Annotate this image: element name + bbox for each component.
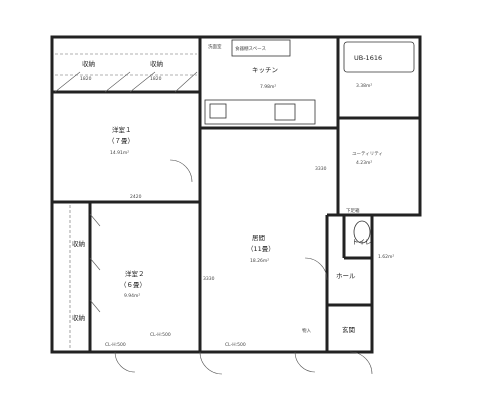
living-area: 18.26m² [250, 258, 269, 264]
western1-area: 14.91m² [110, 150, 129, 156]
kitchen-counter [204, 99, 316, 125]
bath-area: 3.38m² [356, 83, 372, 89]
door-closet [89, 299, 101, 313]
living-tatami: （11畳） [247, 245, 275, 253]
pantry-space [231, 39, 291, 57]
dimension-label: 2420 [130, 194, 142, 200]
pantry-label: 食器棚スペース [235, 45, 266, 52]
door-living-exterior [199, 351, 223, 375]
closet-label-left-lower: 収納 [72, 313, 85, 322]
western2-area: 9.94m² [124, 293, 140, 299]
bathtub [343, 41, 415, 73]
hall-label: ホール [336, 272, 356, 280]
closet-doors [54, 71, 198, 93]
closet-label-top-right: 収納 [150, 59, 163, 68]
dimension-label: CL-H:500 [105, 342, 126, 348]
kitchen-label: キッチン [252, 66, 278, 74]
toilet-fixture [353, 220, 371, 244]
toilet-label: トイレ [352, 238, 372, 246]
toilet-area: 1.62m² [378, 254, 394, 260]
unit-bath-label: UB-1616 [354, 54, 382, 62]
stove [209, 103, 227, 119]
door-hall [304, 257, 328, 281]
utility-area: 4.23m² [356, 160, 372, 166]
western2-tatami: （６畳） [120, 281, 146, 289]
door-entrance [349, 351, 373, 375]
living-label: 居間 [252, 234, 265, 242]
utility-label: ユーティリティ [352, 151, 383, 157]
closet-label-left-upper: 収納 [72, 239, 85, 248]
dimension-label: 1820 [150, 76, 162, 82]
door-south-exterior [294, 351, 316, 373]
dimension-label: 3330 [315, 166, 327, 172]
washroom-label: 洗面室 [208, 43, 222, 50]
door-closet [89, 257, 101, 271]
storage-small-label: 物入 [302, 327, 311, 334]
sink [274, 103, 296, 121]
door-western1 [169, 159, 193, 183]
entrance-label: 玄関 [342, 325, 355, 334]
kitchen-area: 7.98m² [260, 84, 276, 90]
dimension-label: CL-H:500 [150, 332, 171, 338]
dimension-label: 3330 [203, 276, 215, 282]
closet-label-top-left: 収納 [82, 59, 95, 68]
western2-label: 洋室２ [125, 269, 145, 278]
dimension-label: 1820 [80, 76, 92, 82]
western1-label: 洋室１ [112, 125, 132, 134]
shoebox-label: 下足箱 [346, 207, 360, 214]
door-west-exterior [114, 351, 136, 373]
dimension-label: CL-H:500 [225, 342, 246, 348]
door-closet [89, 213, 101, 227]
western1-tatami: （７畳） [108, 137, 134, 145]
